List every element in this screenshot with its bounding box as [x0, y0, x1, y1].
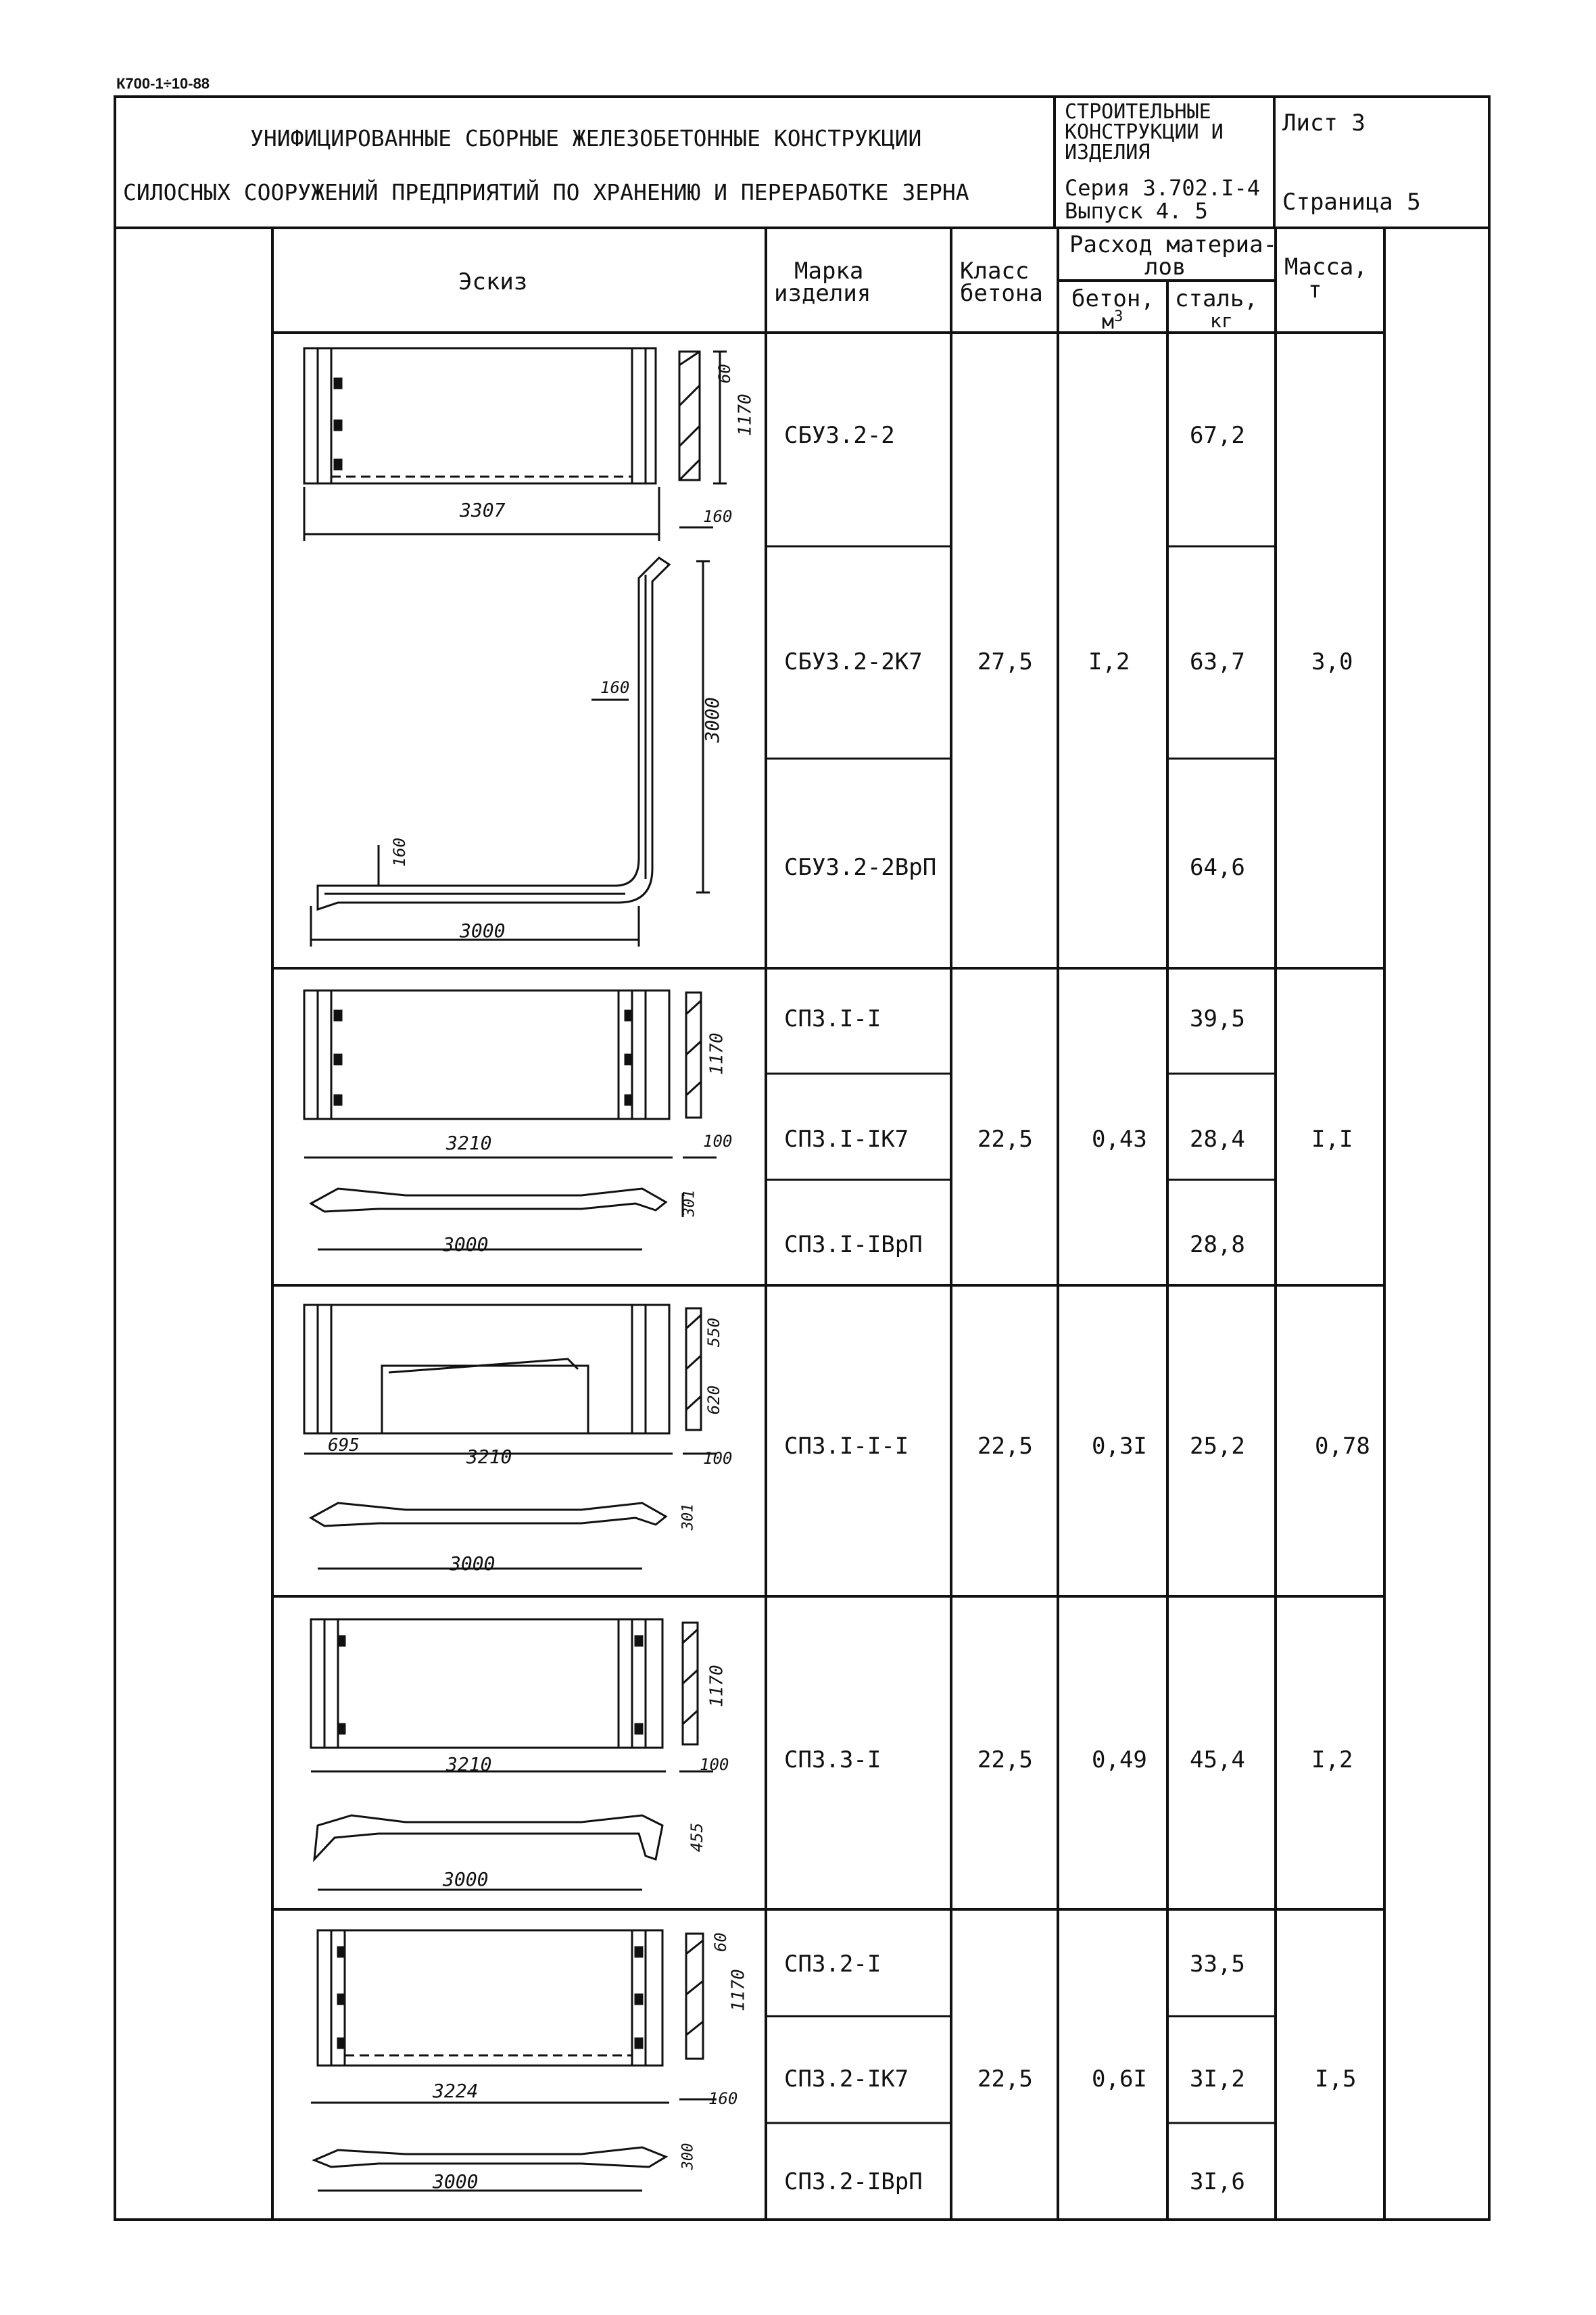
table-row: СПЗ.2-IК7: [784, 2066, 909, 2093]
page-label: Страница 5: [1282, 189, 1421, 216]
col-sketch: Эскиз: [458, 268, 528, 295]
dimension-label: 1170: [706, 1032, 727, 1075]
table-row: СПЗ.3-I: [784, 1746, 881, 1773]
col-mark-1: Марка: [794, 258, 864, 285]
steel-value: 28,4: [1190, 1126, 1245, 1153]
steel-value: 64,6: [1190, 854, 1245, 881]
concrete-value: 0,3I: [1092, 1433, 1147, 1460]
dimension-label: 3000: [443, 1233, 489, 1256]
dimension-label: 300: [679, 2143, 697, 2170]
dimension-label: 3224: [433, 2080, 479, 2102]
steel-value: 25,2: [1190, 1433, 1245, 1460]
category-line-1: СТРОИТЕЛЬНЫЕ: [1065, 100, 1211, 124]
concrete-value: 0,6I: [1092, 2066, 1147, 2093]
col-class-2: бетона: [960, 280, 1043, 307]
mass-value: I,I: [1311, 1126, 1353, 1153]
mass-value: 0,78: [1315, 1433, 1370, 1460]
dimension-label: 100: [703, 1449, 733, 1468]
dimension-label: 3000: [433, 2170, 479, 2193]
dimension-label: 550: [704, 1317, 724, 1347]
steel-value: 28,8: [1190, 1231, 1245, 1258]
class-value: 22,5: [977, 1126, 1033, 1153]
dimension-label: 695: [328, 1435, 360, 1456]
table-row: СПЗ.I-IВрП: [784, 1231, 923, 1258]
dimension-label: 455: [687, 1822, 707, 1853]
dimension-label: 3000: [443, 1868, 489, 1890]
class-value: 22,5: [977, 2066, 1033, 2093]
concrete-value: 0,49: [1092, 1746, 1147, 1773]
dimension-label: 3000: [701, 696, 724, 743]
concrete-value: 0,43: [1092, 1126, 1147, 1153]
title-line-1: УНИФИЦИРОВАННЫЕ СБОРНЫЕ ЖЕЛЕЗОБЕТОННЫЕ К…: [250, 125, 922, 151]
steel-value: 63,7: [1190, 648, 1245, 675]
dimension-label: 620: [704, 1385, 724, 1415]
steel-value: 45,4: [1190, 1746, 1245, 1773]
dimension-label: 3210: [466, 1446, 512, 1468]
dimension-label: 160: [390, 837, 410, 867]
dimension-label: 60: [710, 1932, 730, 1953]
col-mark-2: изделия: [774, 280, 871, 307]
series-label: Серия 3.702.I-4: [1065, 175, 1260, 201]
dimension-label: 3000: [450, 1552, 495, 1575]
dimension-label: 301: [679, 1503, 697, 1531]
dimension-label: 160: [708, 2089, 738, 2108]
dimension-label: 1170: [706, 1665, 727, 1707]
col-steel-2: кг: [1210, 310, 1233, 332]
col-concrete-1: бетон,: [1071, 285, 1155, 312]
table-row: СПЗ.2-I: [784, 1951, 881, 1978]
category-line-2: КОНСТРУКЦИИ И: [1065, 120, 1224, 144]
table-row: СБУЗ.2-2: [784, 422, 895, 449]
dimension-label: 3307: [460, 499, 506, 521]
col-class-1: Класс: [960, 258, 1030, 285]
col-mass-1: Масса,: [1284, 254, 1368, 281]
col-concrete-sup: 3: [1114, 308, 1123, 325]
dimension-label: 100: [703, 1132, 733, 1151]
steel-value: 3I,2: [1190, 2066, 1245, 2093]
table-row: СБУЗ.2-2К7: [784, 648, 923, 675]
dimension-label: 3210: [446, 1132, 492, 1154]
dimension-label: 160: [703, 507, 733, 526]
class-value: 22,5: [977, 1433, 1033, 1460]
dimension-label: 1170: [735, 393, 756, 436]
dimension-label: 1170: [728, 1969, 749, 2011]
class-value: 27,5: [977, 648, 1033, 675]
table-row: СПЗ.I-IК7: [784, 1126, 909, 1153]
mass-value: 3,0: [1311, 648, 1353, 675]
dimension-label: 160: [600, 678, 630, 697]
col-consumption-2: лов: [1144, 254, 1186, 281]
table-row: СПЗ.2-IВрП: [784, 2168, 923, 2195]
col-steel-1: сталь,: [1175, 285, 1258, 312]
category-line-3: ИЗДЕЛИЯ: [1065, 141, 1151, 164]
dimension-label: 100: [700, 1755, 729, 1774]
col-mass-2: т: [1308, 277, 1322, 304]
concrete-value: I,2: [1088, 648, 1130, 675]
col-concrete-2: м3: [1102, 308, 1123, 334]
document-code: К700-1÷10-88: [116, 75, 210, 92]
steel-value: 33,5: [1190, 1951, 1245, 1978]
steel-value: 3I,6: [1190, 2168, 1245, 2195]
steel-value: 39,5: [1190, 1005, 1245, 1032]
dimension-label: 3000: [460, 920, 506, 942]
col-concrete-unit: м: [1102, 310, 1115, 334]
mass-value: I,2: [1311, 1746, 1353, 1773]
table-row: СБУЗ.2-2ВрП: [784, 854, 937, 881]
mass-value: I,5: [1315, 2066, 1357, 2093]
col-consumption-1: Расход материа-: [1069, 231, 1278, 258]
title-line-2: СИЛОСНЫХ СООРУЖЕНИЙ ПРЕДПРИЯТИЙ ПО ХРАНЕ…: [123, 179, 969, 206]
dimension-label: 301: [681, 1189, 698, 1217]
table-row: СПЗ.I-I: [784, 1005, 881, 1032]
steel-value: 67,2: [1190, 422, 1245, 449]
class-value: 22,5: [977, 1746, 1033, 1773]
issue-label: Выпуск 4. 5: [1065, 198, 1208, 224]
table-row: СПЗ.I-I-I: [784, 1433, 909, 1460]
dimension-label: 60: [715, 364, 734, 384]
dimension-label: 3210: [446, 1753, 492, 1775]
sheet-label: Лист 3: [1282, 110, 1365, 137]
